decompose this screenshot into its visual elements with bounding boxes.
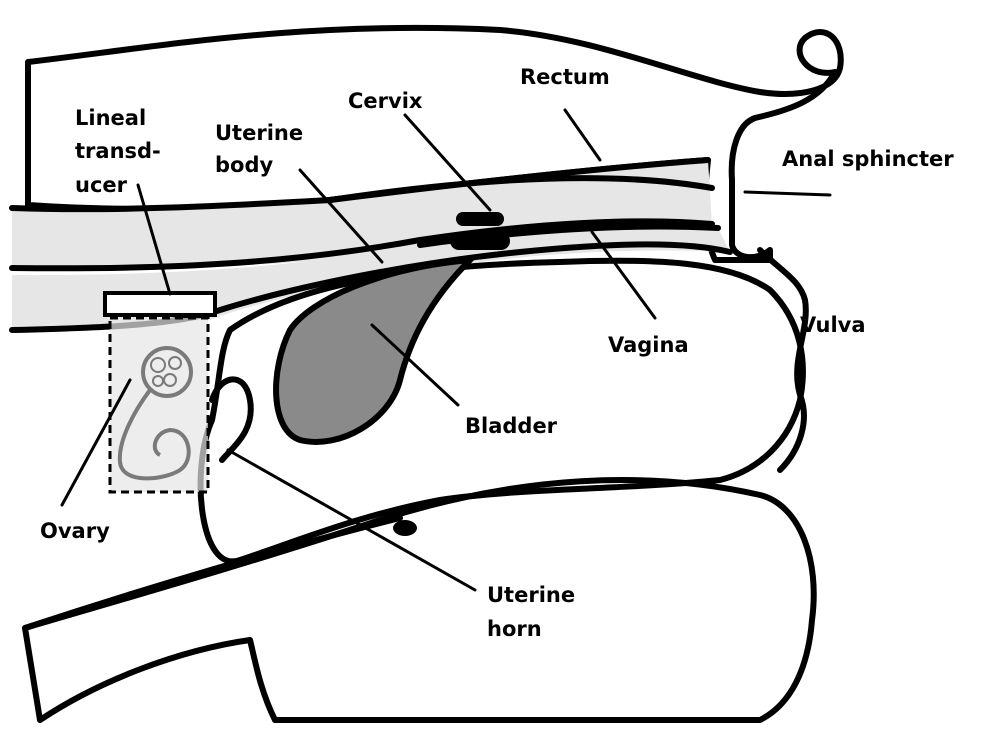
label-ovary: Ovary (40, 519, 110, 543)
label-uterine-body-1: Uterine (215, 121, 303, 145)
label-vulva: Vulva (800, 313, 866, 337)
label-bladder: Bladder (465, 414, 558, 438)
transducer-field (110, 318, 208, 492)
label-uterine-horn-2: horn (487, 617, 542, 641)
cervix-mark-2 (450, 232, 510, 250)
label-lineal-2: transd- (75, 139, 161, 163)
label-lineal-3: ucer (75, 173, 128, 197)
transducer-body (105, 293, 215, 315)
label-uterine-body-2: body (215, 153, 273, 177)
leader-uterine-horn (228, 450, 475, 590)
label-uterine-horn-1: Uterine (487, 583, 575, 607)
cervix-mark-1 (456, 212, 504, 226)
label-vagina: Vagina (608, 333, 689, 357)
cervix-small-mark (393, 520, 417, 536)
label-lineal-1: Lineal (75, 106, 146, 130)
label-rectum: Rectum (520, 65, 610, 89)
leader-rectum (565, 110, 600, 160)
label-cervix: Cervix (348, 89, 423, 113)
uterine-horn-coil (212, 379, 251, 460)
bottom-tissue (25, 480, 814, 720)
leader-anal (745, 192, 830, 195)
label-anal-sphincter: Anal sphincter (782, 147, 954, 171)
